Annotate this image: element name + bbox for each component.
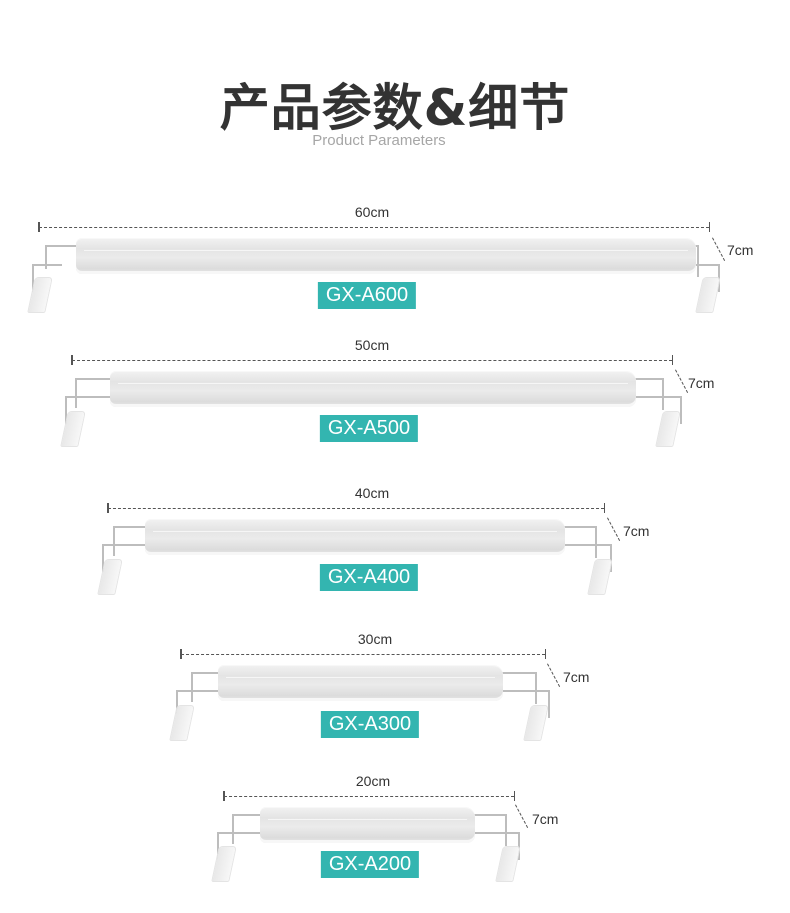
height-label: 7cm	[688, 375, 715, 391]
left-bracket-wire-lower	[102, 544, 154, 572]
length-label: 50cm	[354, 337, 390, 353]
left-bracket-wire-lower	[65, 396, 117, 424]
height-label: 7cm	[563, 669, 590, 685]
left-clip	[170, 706, 194, 740]
model-badge: GX-A200	[320, 851, 420, 878]
length-dimension-line	[107, 503, 605, 513]
right-bracket-wire-lower	[630, 396, 682, 424]
length-dimension-line	[223, 791, 515, 801]
right-bracket-wire-lower	[560, 544, 612, 572]
left-bracket-wire-lower	[32, 264, 62, 292]
left-bracket-wire	[191, 672, 233, 702]
left-bracket-wire	[232, 814, 274, 844]
height-dimension-line	[547, 663, 561, 687]
length-label: 20cm	[355, 773, 391, 789]
height-label: 7cm	[623, 523, 650, 539]
length-label: 30cm	[357, 631, 393, 647]
height-dimension-line	[675, 369, 689, 393]
height-label: 7cm	[727, 242, 754, 258]
height-dimension-line	[607, 517, 621, 541]
left-bracket-wire	[45, 245, 79, 269]
right-bracket-wire-lower	[470, 832, 520, 860]
height-dimension-line	[515, 804, 529, 828]
led-light-bar	[145, 519, 565, 555]
right-bracket-wire-lower	[500, 690, 550, 718]
length-dimension-line	[71, 355, 673, 365]
right-bracket-wire	[470, 814, 507, 846]
model-badge: GX-A600	[317, 282, 417, 309]
led-light-bar	[218, 665, 503, 701]
length-label: 60cm	[354, 204, 390, 220]
left-bracket-wire-lower	[217, 832, 269, 860]
page-subtitle: Product Parameters	[312, 132, 446, 149]
led-light-bar	[110, 371, 636, 407]
right-bracket-wire	[560, 526, 597, 558]
left-bracket-wire	[75, 378, 117, 408]
model-badge: GX-A300	[320, 711, 420, 738]
length-label: 40cm	[354, 485, 390, 501]
left-clip	[212, 847, 236, 881]
left-bracket-wire	[113, 526, 155, 556]
height-label: 7cm	[532, 811, 559, 827]
page-title: 产品参数&细节	[219, 79, 571, 137]
right-bracket-wire	[500, 672, 537, 704]
led-light-bar	[260, 807, 475, 843]
led-light-bar	[76, 238, 696, 274]
length-dimension-line	[180, 649, 546, 659]
length-dimension-line	[38, 222, 710, 232]
model-badge: GX-A500	[319, 415, 419, 442]
right-bracket-wire	[630, 378, 664, 410]
height-dimension-line	[712, 237, 726, 261]
model-badge: GX-A400	[319, 564, 419, 591]
left-bracket-wire-lower	[176, 690, 228, 718]
